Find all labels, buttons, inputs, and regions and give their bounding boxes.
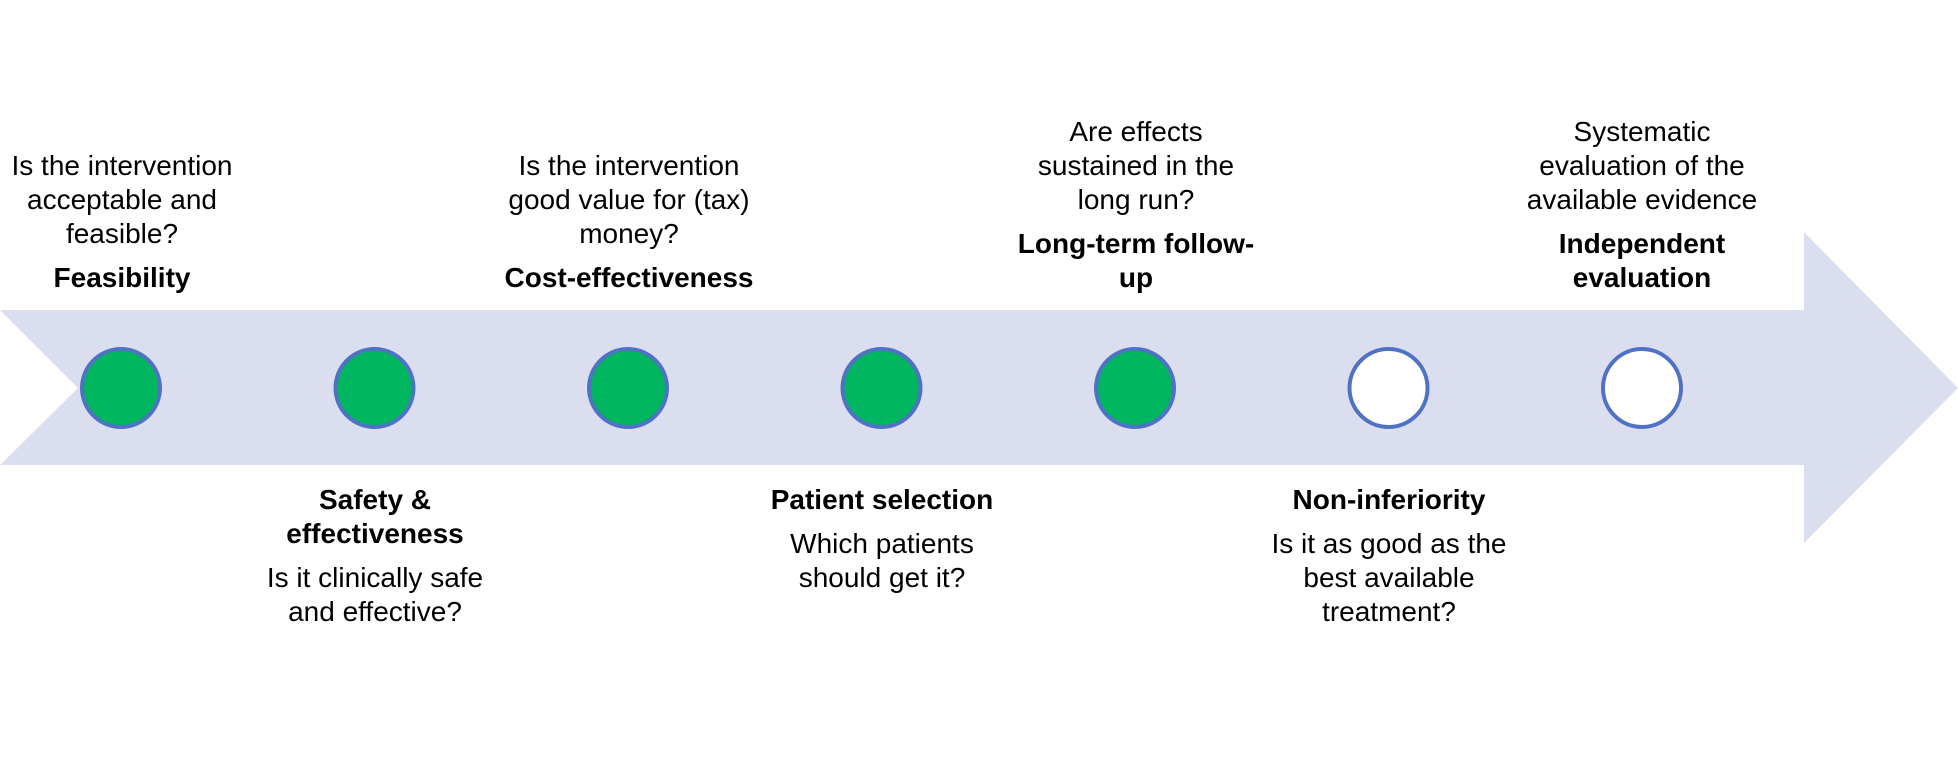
stage-question: Are effects sustained in the long run? bbox=[1037, 116, 1235, 215]
stage-question: Is it clinically safe and effective? bbox=[266, 562, 484, 627]
stage-title: Independent evaluation bbox=[1558, 228, 1726, 293]
stage-label-independent-evaluation: Systematic evaluation of the available e… bbox=[1517, 0, 1767, 295]
stage-title: Patient selection bbox=[770, 484, 994, 515]
stage-label-non-inferiority: Non-inferiority Is it as good as the bes… bbox=[1264, 483, 1514, 629]
stage-label-long-term-follow-up: Are effects sustained in the long run? L… bbox=[1011, 0, 1261, 295]
stage-title: Safety & effectiveness bbox=[286, 484, 464, 549]
stage-marker-completed bbox=[333, 347, 416, 429]
stage-title: Cost-effectiveness bbox=[504, 262, 754, 293]
stage-question: Is the intervention acceptable and feasi… bbox=[11, 150, 233, 249]
stage-question: Systematic evaluation of the available e… bbox=[1526, 116, 1758, 215]
stage-marker-completed bbox=[587, 347, 669, 429]
stage-question: Is the intervention good value for (tax)… bbox=[508, 150, 750, 249]
stage-marker-pending bbox=[1347, 347, 1430, 429]
stage-question: Is it as good as the best available trea… bbox=[1271, 528, 1507, 627]
stage-title: Non-inferiority bbox=[1292, 484, 1486, 515]
stage-title: Long-term follow-up bbox=[1017, 228, 1255, 293]
stage-marker-pending bbox=[1601, 347, 1683, 429]
stage-label-cost-effectiveness: Is the intervention good value for (tax)… bbox=[504, 0, 754, 295]
stage-question: Which patients should get it? bbox=[790, 528, 974, 593]
stage-label-feasibility: Is the intervention acceptable and feasi… bbox=[0, 0, 247, 295]
timeline-arrow bbox=[0, 232, 1958, 543]
stage-marker-completed bbox=[80, 347, 162, 429]
stage-marker-completed bbox=[1094, 347, 1176, 429]
stage-label-patient-selection: Patient selection Which patients should … bbox=[757, 483, 1007, 595]
stage-title: Feasibility bbox=[53, 262, 191, 293]
stage-label-safety-effectiveness: Safety & effectiveness Is it clinically … bbox=[250, 483, 500, 629]
stage-marker-completed bbox=[840, 347, 923, 429]
